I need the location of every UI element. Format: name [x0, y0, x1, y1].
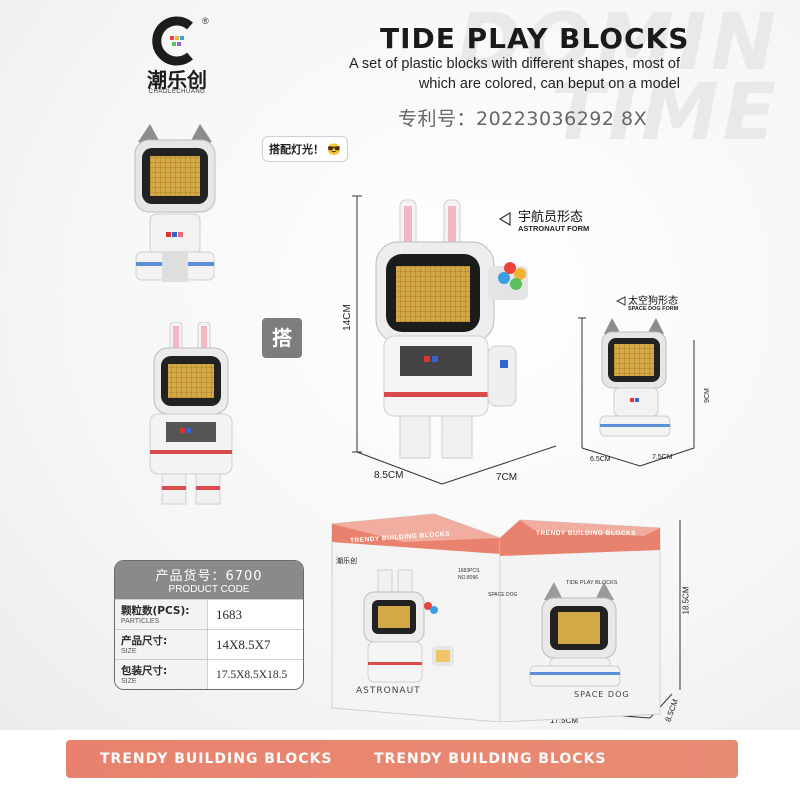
brand-logo: ® 潮乐创 CHAOLECHUANG — [132, 16, 222, 106]
spec-header: 产品货号：6700 PRODUCT CODE — [115, 561, 303, 599]
spec-key-cn: 颗粒数(PCS): — [121, 605, 190, 617]
page-title: TIDE PLAY BLOCKS — [380, 22, 690, 55]
spec-value: 1683 — [207, 600, 303, 629]
dog-width-label: 7.5CM — [652, 454, 673, 461]
product-code-en: PRODUCT CODE — [168, 584, 250, 595]
space-dog-label-en: SPACE DOG FORM — [628, 306, 679, 312]
box-left-code: NO.8096 — [458, 575, 479, 581]
registered-mark: ® — [202, 16, 209, 26]
logo-text: 潮乐创 — [147, 68, 207, 92]
box-height-label: 18.5CM — [681, 586, 691, 615]
box-right-band: TRENDY BUILDING BLOCKS — [536, 530, 637, 537]
product-description: A set of plastic blocks with different s… — [349, 56, 680, 92]
spec-value: 17.5X8.5X18.5 — [207, 660, 303, 689]
astronaut-figure-small — [149, 322, 233, 505]
spec-key-en: SIZE — [121, 648, 137, 655]
pointer-arrow-icon — [498, 212, 511, 226]
space-dog-figure-medium — [599, 318, 671, 437]
space-dog-figure-small — [134, 124, 216, 282]
box-left-name: ASTRONAUT — [356, 686, 421, 696]
sunglasses-emoji-icon: 😎 — [327, 144, 341, 156]
box-right-small: TIDE PLAY BLOCKS — [566, 580, 618, 586]
dog-depth-label: 6.5CM — [590, 456, 611, 463]
spec-value: 14X8.5X7 — [207, 630, 303, 659]
box-left-count: 1683PCS — [458, 568, 480, 574]
logo-subtext: CHAOLECHUANG — [148, 89, 206, 95]
astronaut-height-label: 14CM — [341, 304, 353, 331]
light-callout-text: 搭配灯光！ — [269, 144, 324, 156]
footer-text-right: TRENDY BUILDING BLOCKS — [374, 751, 607, 767]
dog-height-label: 9CM — [703, 388, 711, 403]
astronaut-width-label: 7CM — [496, 472, 518, 483]
spec-key-en: SIZE — [121, 678, 137, 685]
box-left-logo: 潮乐创 — [336, 557, 357, 565]
box-side-code: SPACE DOG — [488, 592, 518, 598]
footer-text-left: TRENDY BUILDING BLOCKS — [100, 751, 333, 767]
astronaut-depth-label: 8.5CM — [374, 470, 404, 481]
spec-row-package-size: 包装尺寸: SIZE 17.5X8.5X18.5 — [115, 659, 303, 689]
astronaut-figure-large — [375, 199, 528, 459]
product-boxes — [331, 513, 661, 722]
patent-number: 专利号：20223036292 8X — [398, 108, 648, 130]
spec-row-particles: 颗粒数(PCS): PARTICLES 1683 — [115, 599, 303, 629]
spec-table: 产品货号：6700 PRODUCT CODE 颗粒数(PCS): PARTICL… — [114, 560, 304, 690]
space-dog-label-cn: 太空狗形态 — [628, 296, 678, 307]
astronaut-form-label-cn: 宇航员形态 — [518, 210, 584, 225]
light-callout: 搭配灯光！ 😎 — [262, 136, 348, 162]
logo-mark-icon — [152, 16, 193, 66]
combine-tag: 搭 — [262, 318, 302, 358]
spec-row-product-size: 产品尺寸: SIZE 14X8.5X7 — [115, 629, 303, 659]
footer-strip — [66, 740, 738, 778]
spec-key-cn: 包装尺寸: — [121, 665, 168, 677]
box-width-label: 17.5CM — [550, 716, 579, 725]
box-right-name: SPACE DOG — [574, 690, 630, 699]
astronaut-form-label-en: ASTRONAUT FORM — [518, 224, 590, 233]
product-code-cn: 产品货号：6700 — [155, 569, 263, 584]
spec-key-cn: 产品尺寸: — [121, 635, 168, 647]
pointer-arrow-icon — [616, 296, 626, 306]
spec-key-en: PARTICLES — [121, 618, 160, 625]
